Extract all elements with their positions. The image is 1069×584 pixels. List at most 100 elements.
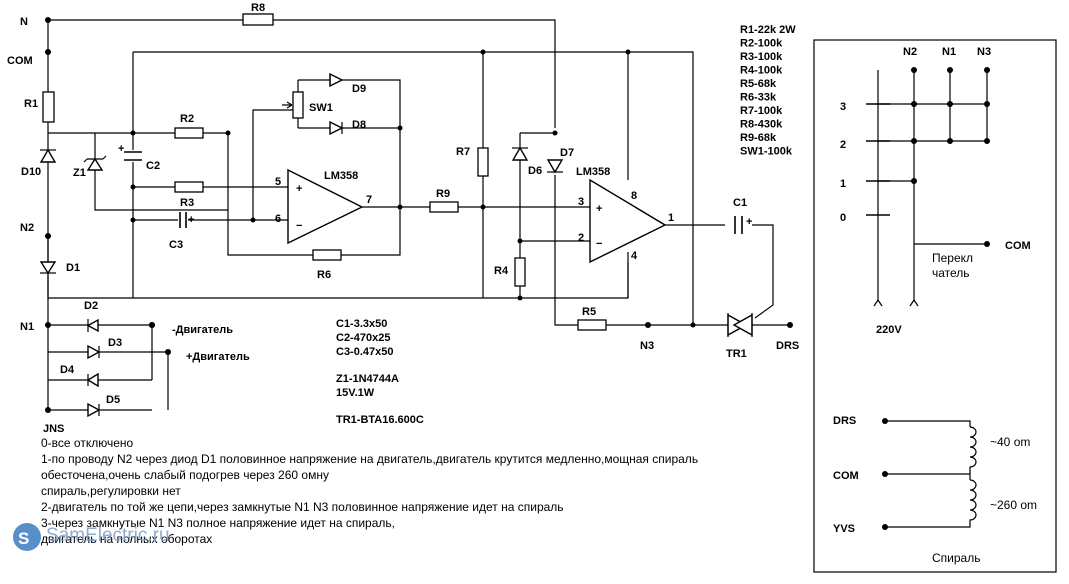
op1-minus-sign: − <box>296 220 302 232</box>
node-n: N <box>20 16 28 28</box>
r1-body <box>42 91 55 123</box>
mains-220v: 220V <box>876 324 902 336</box>
r3-body <box>174 181 204 193</box>
r5-body <box>577 319 607 331</box>
triac-tr1 <box>727 313 753 337</box>
d3-symbol <box>87 344 101 360</box>
switch-col-n2: N2 <box>903 46 917 58</box>
label-r2: R2 <box>180 113 194 125</box>
pin-op2-4: 4 <box>631 250 638 262</box>
misc-values: C1-3.3x50 C2-470x25 C3-0.47x50 Z1-1N4744… <box>336 318 424 426</box>
c3-plus-sign: + <box>188 214 194 226</box>
r8-body <box>242 13 274 26</box>
resistors <box>42 13 607 331</box>
d10-symbol <box>39 148 57 163</box>
heater-tap-drs: DRS <box>833 415 856 427</box>
label-r1: R1 <box>24 98 38 110</box>
label-d10: D10 <box>21 166 41 178</box>
zener-value: Z1-1N4744A <box>336 373 399 385</box>
cap-value-c1: C1-3.3x50 <box>336 318 387 330</box>
r4-body <box>514 257 526 287</box>
label-r5: R5 <box>582 306 596 318</box>
value-list-item: R6-33k <box>740 92 777 104</box>
cap-value-c3: C3-0.47x50 <box>336 346 394 358</box>
label-r4: R4 <box>494 265 509 277</box>
node-jns: JNS <box>43 423 64 435</box>
value-list-item: R5-68k <box>740 78 777 90</box>
label-r6: R6 <box>317 269 331 281</box>
description-line: спираль,регулировки нет <box>41 484 181 498</box>
watermark-text: SamElectric.ru <box>46 525 170 546</box>
label-c3: C3 <box>169 239 183 251</box>
d5-symbol <box>87 402 101 418</box>
label-d9: D9 <box>352 83 366 95</box>
switch-col-n3: N3 <box>977 46 991 58</box>
node-n1: N1 <box>20 321 34 333</box>
pin-op2-3: 3 <box>578 196 584 208</box>
op2-minus-sign: − <box>596 238 602 250</box>
right-panel-frame <box>813 39 1057 573</box>
value-list-item: R4-100k <box>740 65 783 77</box>
node-n2: N2 <box>20 222 34 234</box>
triac-value: TR1-BTA16.600C <box>336 414 424 426</box>
component-values-list: R1-22k 2W R2-100kR3-100kR4-100kR5-68kR6-3… <box>740 24 796 158</box>
label-d7: D7 <box>560 147 574 159</box>
diodes <box>39 72 564 418</box>
heater-lower-coil: ~260 om <box>990 498 1037 512</box>
switch-pos-3: 3 <box>840 101 846 113</box>
watermark: S SamElectric.ru <box>13 523 170 551</box>
schematic-labels: N COM N2 N1 JNS N3 DRS R8 R1 R2 R3 R6 R9… <box>7 2 799 435</box>
switch-col-n1: N1 <box>942 46 956 58</box>
value-list-item: R1-22k 2W <box>740 24 796 36</box>
label-d1: D1 <box>66 262 80 274</box>
r7-body <box>477 147 489 177</box>
heater-tap-com: COM <box>833 470 859 482</box>
d2-symbol <box>86 318 99 333</box>
switch-pos-0: 0 <box>840 212 846 224</box>
junctions <box>45 17 793 413</box>
value-list-item: SW1-100k <box>740 146 793 158</box>
pin-op1-6: 6 <box>275 213 281 225</box>
d1-symbol <box>39 261 57 275</box>
c2-plus-sign: + <box>118 143 124 155</box>
label-d2: D2 <box>84 300 98 312</box>
motor-minus-label: -Двигатель <box>172 324 233 336</box>
z1-symbol <box>86 157 104 171</box>
switch-pos-1: 1 <box>840 178 846 190</box>
zener-rating: 15V.1W <box>336 387 375 399</box>
label-d5: D5 <box>106 394 120 406</box>
description-line: 0-все отключено <box>41 436 134 450</box>
label-d4: D4 <box>60 364 75 376</box>
pin-op1-7: 7 <box>366 194 372 206</box>
heater-title: Спираль <box>932 551 980 565</box>
label-d6: D6 <box>528 165 542 177</box>
node-drs: DRS <box>776 340 799 352</box>
wires <box>47 19 790 411</box>
label-r8: R8 <box>251 2 265 14</box>
label-c2: C2 <box>146 160 160 172</box>
description-line: 3-через замкнутые N1 N3 полное напряжени… <box>41 516 395 530</box>
watermark-logo-letter: S <box>18 529 29 548</box>
label-z1: Z1 <box>73 167 86 179</box>
value-list-item: R9-68k <box>740 132 777 144</box>
watermark-logo-icon <box>13 523 41 551</box>
label-tr1: TR1 <box>726 348 747 360</box>
pin-op2-2: 2 <box>578 232 584 244</box>
cap-value-c2: C2-470x25 <box>336 332 390 344</box>
d4-symbol <box>86 372 99 388</box>
value-list-item: R8-430k <box>740 119 783 131</box>
heater-upper-coil: ~40 om <box>990 435 1030 449</box>
description-line: двигатель на полных оборотах <box>41 532 212 546</box>
label-op2: LM358 <box>576 166 610 178</box>
d6-symbol <box>511 146 529 161</box>
pin-op2-8: 8 <box>631 190 637 202</box>
d8-symbol <box>329 120 344 136</box>
value-list-item: R3-100k <box>740 51 783 63</box>
value-list-item: R2-100k <box>740 38 783 50</box>
label-r3: R3 <box>180 197 194 209</box>
c1-plus-sign: + <box>746 216 752 228</box>
switch-label-line2: чатель <box>932 266 970 280</box>
